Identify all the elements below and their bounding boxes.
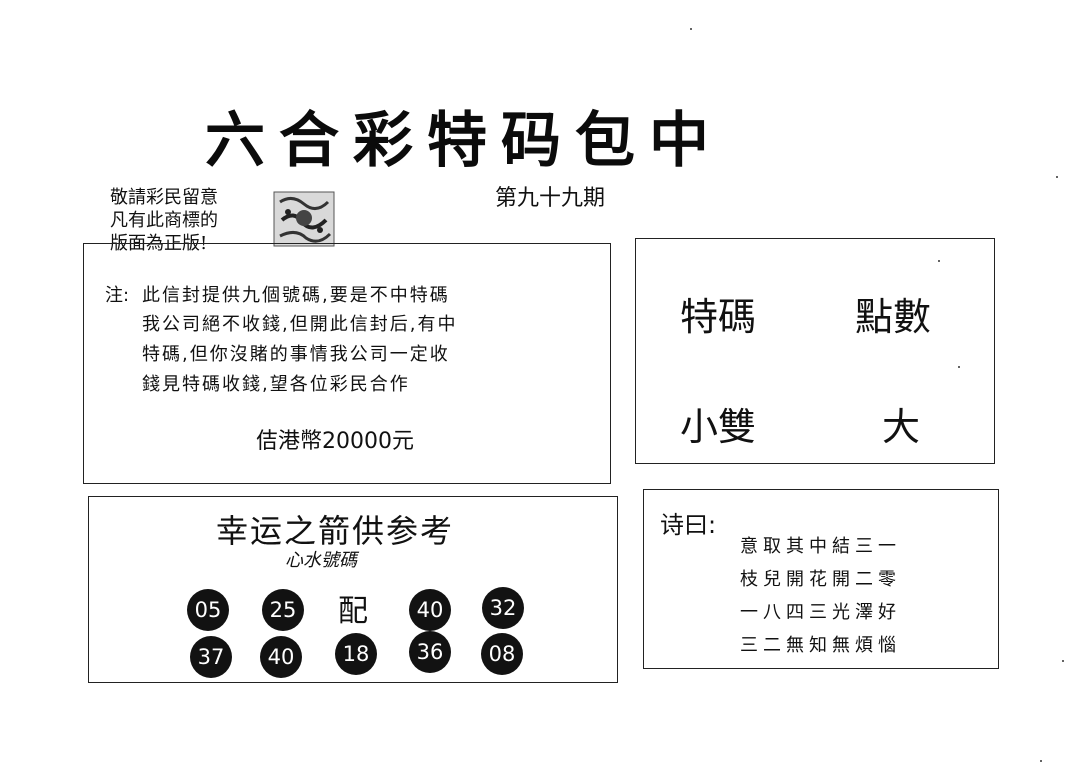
notice-line: 凡有此商標的 (110, 210, 218, 231)
number-ball: 40 (409, 589, 451, 631)
number-ball: 05 (187, 589, 229, 631)
poem-line: 一八四三光澤好 (740, 602, 901, 623)
lucky-title: 幸运之箭供参考 (216, 512, 455, 550)
scan-speck (1062, 660, 1064, 662)
small-even-label: 小雙 (680, 405, 757, 449)
number-ball: 25 (262, 589, 304, 631)
notice-line: 敬請彩民留意 (110, 187, 218, 208)
note-line: 我公司絕不收錢,但開此信封后,有中 (142, 314, 458, 335)
poem-line: 枝兒開花開二零 (740, 569, 901, 590)
number-ball: 08 (481, 633, 523, 675)
number-ball: 18 (335, 633, 377, 675)
poem-line: 意取其中結三一 (740, 536, 901, 557)
note-line: 特碼,但你沒賭的事情我公司一定收 (142, 344, 450, 365)
note-label: 注: (105, 285, 130, 306)
scan-speck (1040, 760, 1042, 762)
scan-speck (1056, 176, 1058, 178)
scan-speck (938, 260, 940, 262)
number-ball: 40 (260, 636, 302, 678)
scan-speck (958, 366, 960, 368)
lucky-numbers-box (88, 496, 618, 683)
scan-speck (690, 28, 692, 30)
authenticity-notice: 敬請彩民留意 凡有此商標的 版面為正版! (110, 186, 218, 255)
poem-label: 诗曰: (660, 511, 717, 539)
note-line: 錢見特碼收錢,望各位彩民合作 (142, 374, 410, 395)
number-ball: 36 (409, 631, 451, 673)
special-code-box (635, 238, 995, 464)
number-ball: 37 (190, 636, 232, 678)
price-text: 佶港幣20000元 (256, 429, 414, 454)
poem-box (643, 489, 999, 669)
lucky-subtitle: 心水號碼 (285, 550, 357, 571)
big-label: 大 (882, 405, 921, 449)
number-ball: 32 (482, 587, 524, 629)
pairing-label: 配 (338, 594, 368, 629)
code-label: 特碼 (680, 295, 757, 339)
page-title: 六合彩特码包中 (205, 106, 723, 176)
points-label: 點數 (855, 295, 932, 339)
guarantee-box (83, 243, 611, 484)
issue-number: 第九十九期 (495, 186, 606, 211)
note-line: 此信封提供九個號碼,要是不中特碼 (142, 285, 450, 306)
trademark-stamp-icon (273, 191, 335, 247)
poem-line: 三二無知無煩惱 (740, 635, 901, 656)
